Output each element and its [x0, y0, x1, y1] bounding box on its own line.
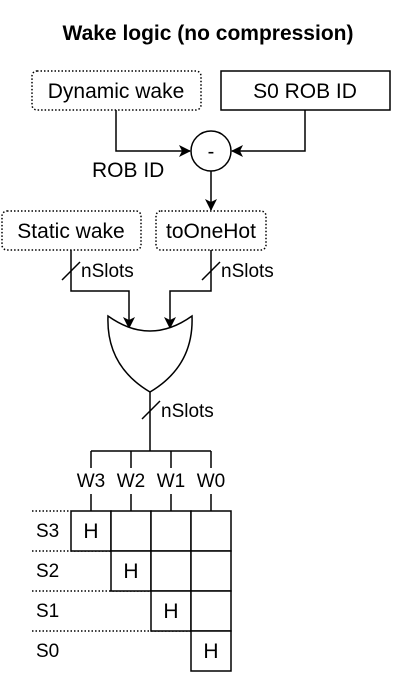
to-one-hot-label: toOneHot [166, 220, 256, 243]
s0-rob-id-box: S0 ROB ID [220, 70, 391, 111]
to-one-hot-box: toOneHot [155, 210, 267, 251]
cell-s1-w1 [150, 590, 192, 632]
column-taps [90, 451, 212, 468]
column-labels: W3 W2 W1 W0 [77, 471, 226, 492]
subtract-symbol: - [208, 141, 215, 163]
onehot-bus-width-label: nSlots [221, 261, 274, 282]
cell-s3-w2 [110, 510, 152, 552]
row-label-s3: S3 [36, 521, 59, 542]
cell-s3-w3-value: H [83, 520, 98, 543]
cell-s2-w2-value: H [123, 560, 138, 583]
s0-rob-id-label: S0 ROB ID [253, 80, 357, 103]
column-lines [90, 494, 212, 511]
dynamic-wake-label: Dynamic wake [48, 80, 185, 103]
column-label-w1: W1 [157, 471, 186, 492]
wake-matrix-values: H H H H [83, 520, 218, 663]
cell-s3-w1 [150, 510, 192, 552]
column-label-w0: W0 [197, 471, 226, 492]
row-label-s1: S1 [36, 601, 59, 622]
static-wake-label: Static wake [17, 220, 124, 243]
onehot-bus-slash [201, 261, 221, 281]
cell-s0-w0 [190, 630, 232, 672]
or-gate [107, 314, 193, 393]
static-bus-width-label: nSlots [81, 261, 134, 282]
cell-s2-w1 [150, 550, 192, 592]
dynamic-to-subtract-arrow [115, 110, 191, 157]
cell-s3-w3 [70, 510, 112, 552]
static-bus-slash [61, 261, 81, 281]
cell-s1-w1-value: H [163, 600, 178, 623]
cell-s2-w0 [190, 550, 232, 592]
or-output-width-label: nSlots [161, 401, 214, 422]
wake-matrix [70, 510, 232, 672]
static-wake-box: Static wake [1, 210, 142, 251]
subtract-node: - [190, 130, 232, 172]
row-labels: S3 S2 S1 S0 [36, 521, 59, 662]
dynamic-wake-box: Dynamic wake [31, 70, 202, 111]
cell-s3-w0 [190, 510, 232, 552]
column-label-w2: W2 [117, 471, 146, 492]
row-label-s2: S2 [36, 561, 59, 582]
or-output-bus-slash [141, 400, 161, 420]
cell-s0-w0-value: H [203, 640, 218, 663]
s0-to-subtract-arrow [231, 110, 306, 157]
column-label-w3: W3 [77, 471, 106, 492]
cell-s1-w0 [190, 590, 232, 632]
diagram-title: Wake logic (no compression) [63, 22, 354, 45]
rob-id-label: ROB ID [92, 159, 164, 182]
row-label-s0: S0 [36, 641, 59, 662]
